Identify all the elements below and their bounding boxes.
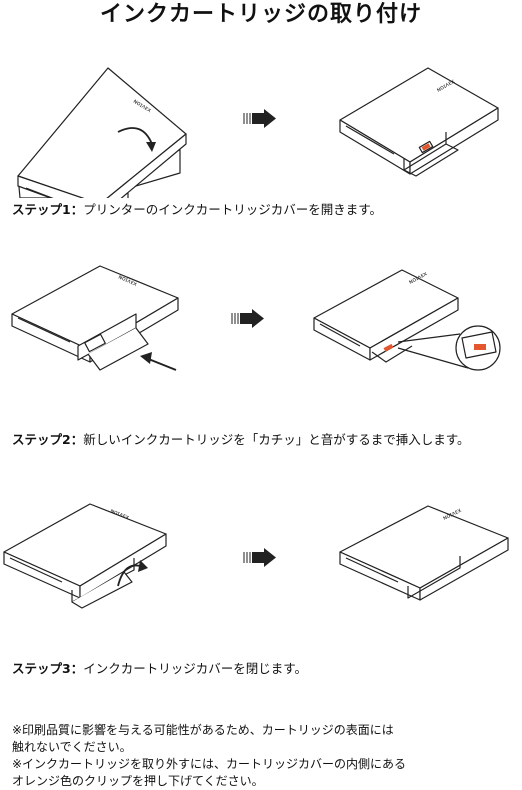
step2-caption: ステップ2：新しいインクカートリッジを「カチッ」と音がするまで挿入します。 (12, 432, 470, 447)
printer-open (339, 67, 499, 177)
note-line: オレンジ色のクリップを押し下げてください。 (12, 774, 264, 788)
notes: ※印刷品質に影響を与える可能性があるため、カートリッジの表面には 触れないでくだ… (12, 722, 512, 790)
orange-clip-zoom (474, 344, 486, 350)
rotate-arrow-icon (117, 564, 141, 587)
printer-with-cartridge (11, 265, 179, 371)
printer-closed-final (339, 505, 509, 601)
printer-closing-cover (3, 503, 167, 609)
page-title: インクカートリッジの取り付け (99, 2, 422, 27)
printer-closed (17, 67, 187, 198)
arrow-right-icon (243, 109, 276, 128)
step3-illustration: ɴᴏɪʌᴇx ɴᴏɪʌᴇx (3, 503, 509, 609)
arrow-right-icon (243, 548, 276, 567)
step1-illustration: ɴᴏɪʌᴇx ɴᴏɪʌᴇx (17, 67, 499, 198)
step1-caption: ステップ1：プリンターのインクカートリッジカバーを開きます。 (12, 202, 382, 217)
printer-cartridge-inserted (313, 269, 501, 371)
arrow-right-icon (231, 309, 264, 328)
orange-clip (421, 143, 431, 151)
note-line: 触れないでください。 (12, 740, 132, 754)
rotate-arrow-icon (117, 127, 153, 145)
note-line: ※インクカートリッジを取り外すには、カートリッジカバーの内側にある (12, 757, 407, 771)
step2-illustration: ɴᴏɪʌᴇx ɴᴏɪʌᴇx (11, 265, 501, 371)
step3-caption: ステップ3：インクカートリッジカバーを閉じます。 (12, 661, 307, 676)
insert-arrow-icon (145, 357, 177, 371)
note-line: ※印刷品質に影響を与える可能性があるため、カートリッジの表面には (12, 723, 394, 737)
